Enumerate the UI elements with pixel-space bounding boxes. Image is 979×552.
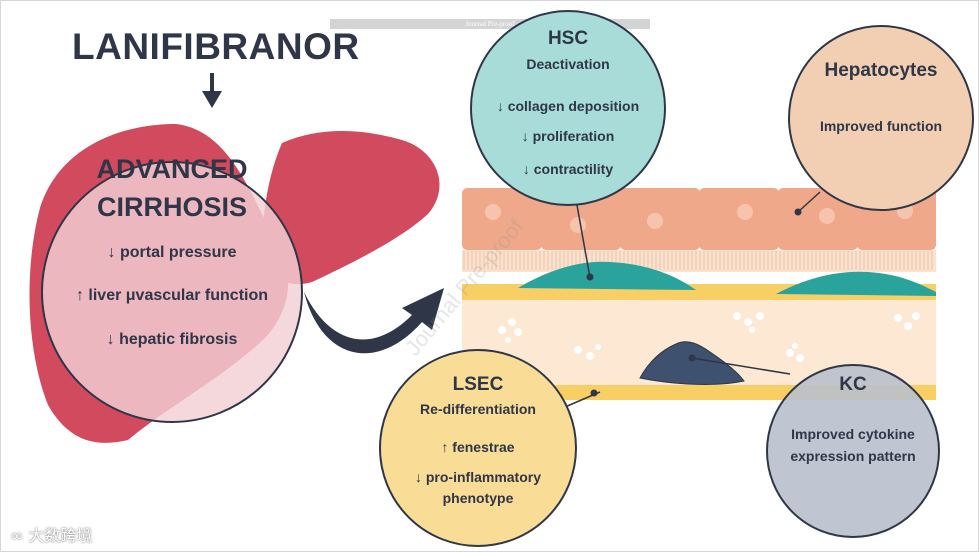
kupffer-cell <box>639 341 745 385</box>
microvilli-lines <box>463 251 933 270</box>
logo-text: 大数跨境 <box>28 526 93 545</box>
liver-title-line1: ADVANCED <box>96 154 248 184</box>
logo-mark-icon: ∞ <box>10 526 24 545</box>
kc-effect-line1: Improved cytokine <box>791 426 915 442</box>
hepatocytes-effect: Improved function <box>819 118 943 134</box>
hepatocyte-nucleus <box>819 208 835 224</box>
hsc-effect-proliferation: ↓ proliferation <box>521 128 615 144</box>
source-logo-watermark: ∞ 大数跨境 <box>10 522 92 546</box>
lsec-callout-circle <box>379 349 577 547</box>
hepatocyte-row <box>462 188 936 250</box>
hepatocytes-callout-circle <box>788 25 974 211</box>
hsc-effect-contractility: ↓ contractility <box>522 161 614 177</box>
hsc-title: HSC <box>547 28 589 49</box>
liver-effect-portal-pressure: ↓ portal pressure <box>107 244 237 261</box>
zoom-transition-arrow <box>304 288 444 354</box>
hsc-cell <box>776 271 936 296</box>
hepatocyte-cell <box>778 188 858 250</box>
liver-title: ADVANCED CIRRHOSIS <box>92 150 252 226</box>
fenestrae-dots <box>498 312 920 362</box>
hepatocyte-cell <box>462 188 542 250</box>
callout-dots <box>586 208 802 397</box>
kc-title: KC <box>839 374 867 395</box>
hepatocyte-nucleus <box>570 217 586 233</box>
liver-title-line2: CIRRHOSIS <box>96 192 248 222</box>
hepatocyte-nucleus <box>485 204 501 220</box>
lsec-title: LSEC <box>452 374 504 395</box>
kc-effect-line2: expression pattern <box>790 448 916 464</box>
lsec-effect-proinflammatory: ↓ pro-inflammatory <box>414 469 541 485</box>
journal-banner: Journal Pre-proof <box>330 19 650 29</box>
lsec-subtitle: Re-differentiation <box>420 401 536 417</box>
liver-effect-fibrosis: ↓ hepatic fibrosis <box>106 331 238 348</box>
drug-name: LANIFIBRANOR <box>72 26 360 67</box>
hsc-effect-collagen: ↓ collagen deposition <box>496 98 640 114</box>
hsc-subtitle: Deactivation <box>526 56 610 72</box>
liver-right-lobe <box>262 130 440 285</box>
lsec-effect-phenotype: phenotype <box>442 490 514 506</box>
hsc-cell <box>518 261 696 290</box>
hsc-callout-circle <box>470 10 666 206</box>
kc-callout-circle <box>766 364 940 538</box>
hepatocyte-cell <box>699 188 779 250</box>
hepatocyte-nucleus <box>737 204 753 220</box>
microvilli-layer <box>462 250 936 272</box>
liver-zoom-circle <box>41 161 303 423</box>
drug-arrow-head <box>202 91 222 108</box>
hepatocytes-title: Hepatocytes <box>824 60 938 81</box>
liver-effect-microvascular: ↑ liver μvascular function <box>75 287 269 304</box>
hepatocyte-nucleus <box>647 213 663 229</box>
lsec-effect-fenestrae: ↑ fenestrae <box>441 439 515 455</box>
